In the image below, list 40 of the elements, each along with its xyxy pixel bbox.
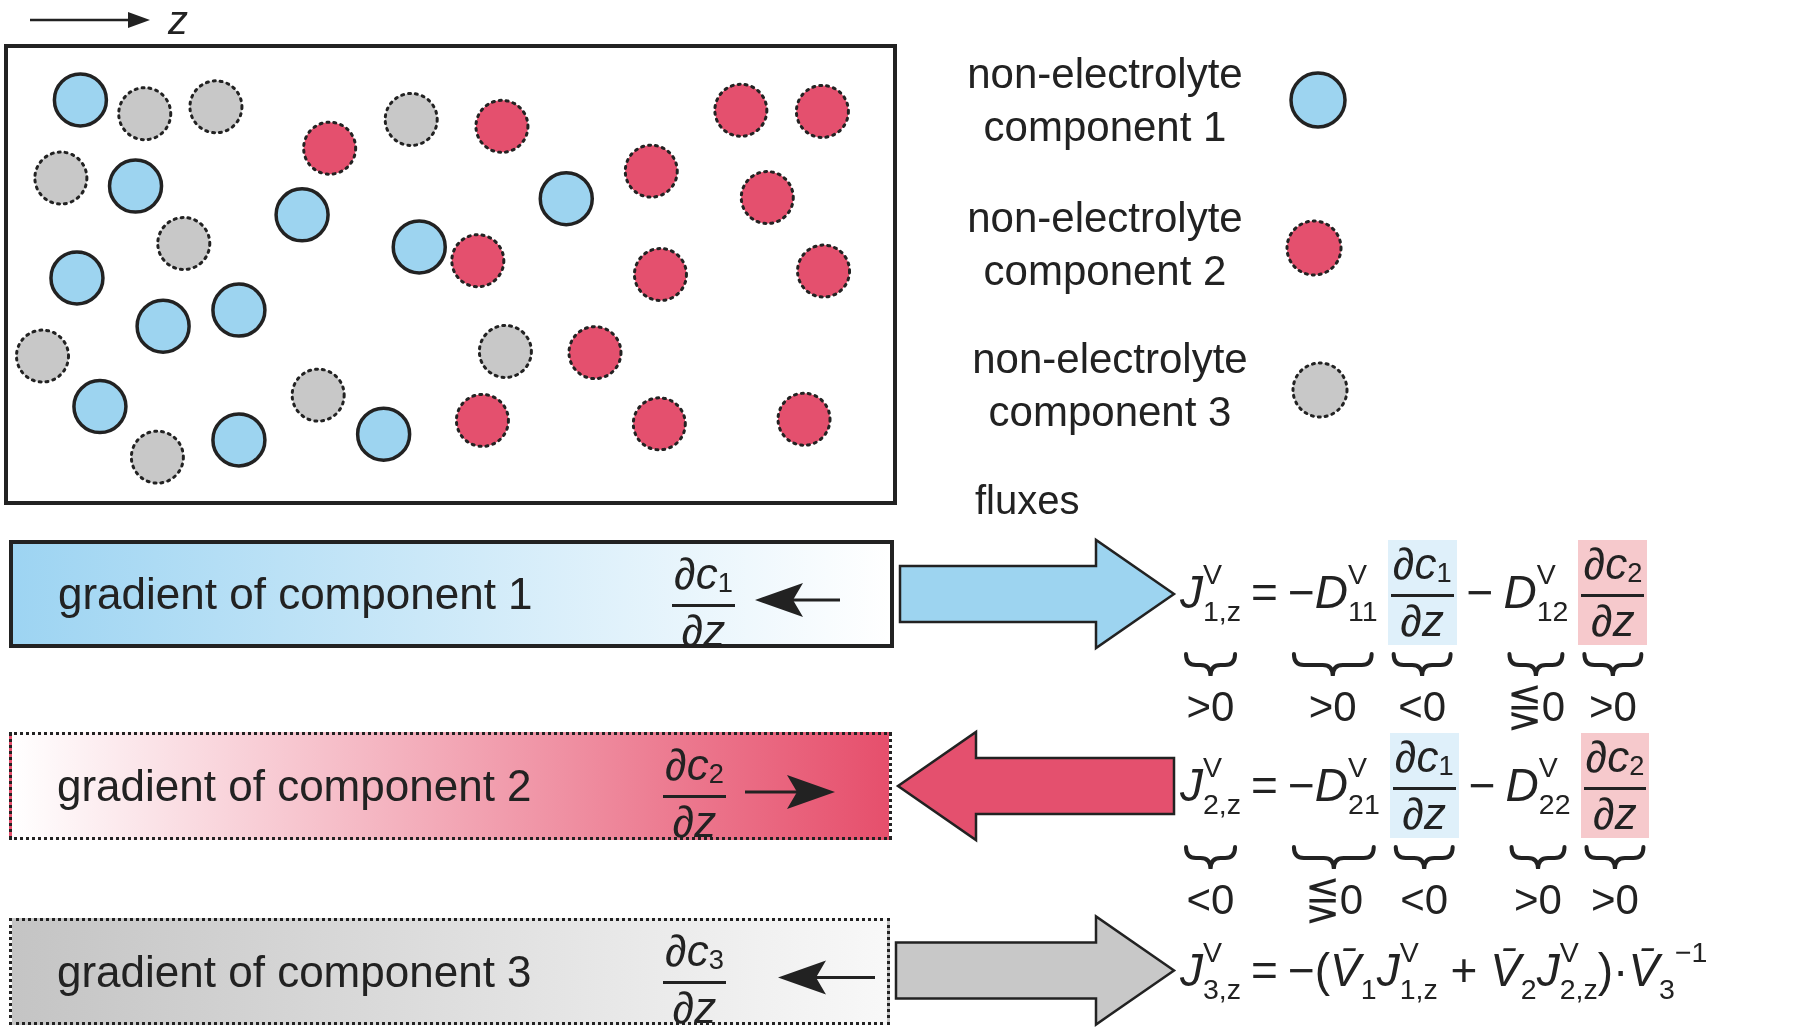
sign-label: >0: [1186, 686, 1235, 728]
equation-term: =: [1251, 942, 1278, 998]
fraction-numerator: ∂c$_{2}$: [1581, 542, 1645, 597]
legend-text: non-electrolyte component 1: [966, 49, 1244, 152]
fraction-denominator: ∂z: [1590, 597, 1635, 643]
sign-label: >0: [1514, 879, 1562, 921]
bar-label: gradient of component 1: [58, 569, 533, 619]
gradient-bar: [9, 732, 892, 840]
sign-label: >0: [1308, 686, 1357, 728]
fraction-numerator: ∂c$_{2}$: [663, 743, 726, 798]
equation-term: −: [1468, 757, 1496, 813]
fraction-numerator: ∂c$_{1}$: [1392, 735, 1456, 790]
gradient-bar: [9, 918, 890, 1025]
fraction-denominator: ∂z: [672, 798, 717, 844]
sign-label: >0: [1588, 686, 1637, 728]
fraction-denominator: ∂z: [1593, 790, 1637, 836]
equation-term: =: [1251, 757, 1278, 813]
equation-term: =: [1251, 564, 1278, 620]
bar-label: gradient of component 2: [57, 761, 532, 811]
block-arrow: [895, 729, 1176, 843]
gradient-bar: [9, 540, 894, 648]
fraction-numerator: ∂c$_{1}$: [1390, 542, 1454, 597]
legend-text: non-electrolyte component 2: [966, 193, 1244, 296]
fraction-numerator: ∂c$_{2}$: [1583, 735, 1647, 790]
section-label: fluxes: [975, 480, 1080, 520]
sign-label: <0: [1400, 879, 1449, 921]
axis-label: z: [168, 0, 188, 40]
fraction-numerator: ∂c$_{3}$: [663, 929, 726, 984]
sign-label: >0: [1591, 879, 1639, 921]
fraction-denominator: ∂z: [1400, 597, 1444, 643]
fraction-numerator: ∂c$_{1}$: [672, 552, 735, 607]
block-arrow: [894, 914, 1177, 1027]
bar-label: gradient of component 3: [57, 946, 532, 997]
sign-label: <0: [1186, 879, 1235, 921]
fraction-denominator: ∂z: [1402, 790, 1447, 836]
legend-text: non-electrolyte component 3: [971, 334, 1249, 437]
equation-term: −: [1466, 564, 1494, 620]
fraction-denominator: ∂z: [672, 984, 717, 1030]
block-arrow: [898, 537, 1177, 651]
sign-label: <0: [1398, 686, 1447, 728]
